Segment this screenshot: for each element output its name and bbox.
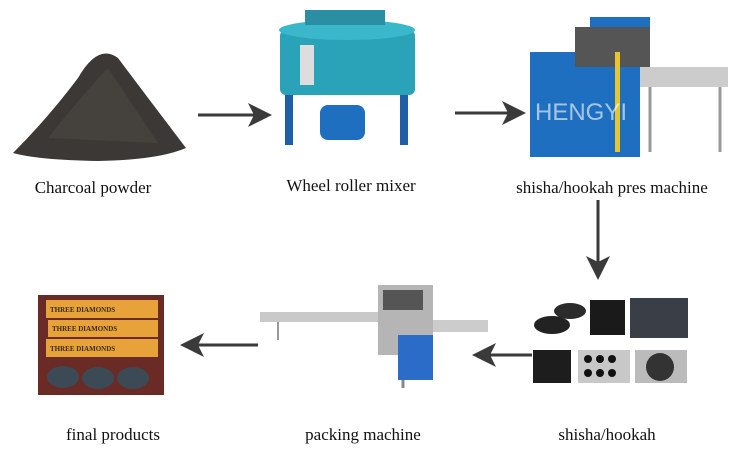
label-press-machine: shisha/hookah pres machine — [516, 178, 708, 197]
package-text: THREE DIAMONDS — [50, 306, 115, 314]
package-text: THREE DIAMONDS — [52, 325, 117, 333]
label-charcoal-powder: Charcoal powder — [34, 178, 152, 197]
charcoal-powder-image — [8, 28, 188, 163]
press-machine-image: HENGYI — [520, 12, 732, 162]
label-shisha-hookah: shisha/hookah — [558, 425, 656, 444]
label-packing-machine: packing machine — [305, 425, 421, 444]
final-products-image: THREE DIAMONDS THREE DIAMONDS THREE DIAMON… — [38, 295, 164, 395]
shisha-hookah-image — [530, 295, 692, 387]
label-wheel-roller-mixer: Wheel roller mixer — [286, 176, 416, 195]
packing-machine-image — [258, 280, 493, 390]
wheel-roller-mixer-image — [270, 5, 425, 150]
watermark-text: HENGYI — [535, 99, 627, 126]
package-text: THREE DIAMONDS — [50, 345, 115, 353]
label-final-products: final products — [66, 425, 160, 444]
